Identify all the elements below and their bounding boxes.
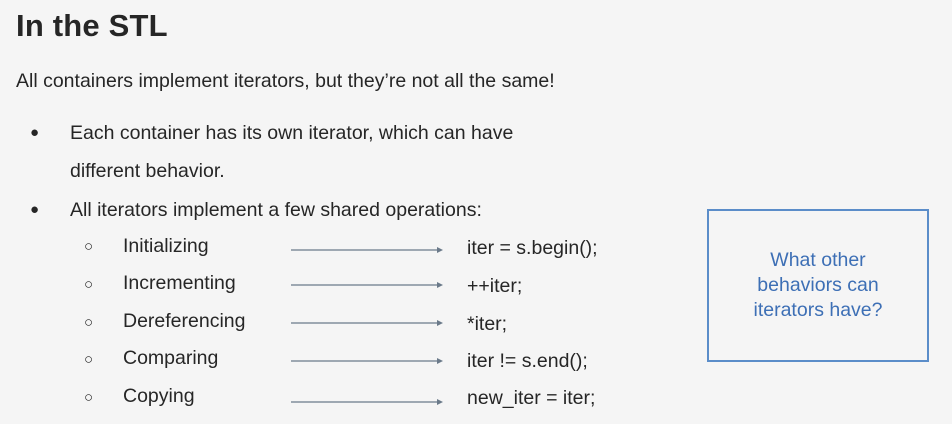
operation-label: Initializing <box>123 235 209 257</box>
callout-text: What other behaviors can iterators have? <box>753 249 883 321</box>
bullet-text-line: different behavior. <box>70 160 225 182</box>
bullet-marker: ● <box>30 201 40 218</box>
operation-label: Copying <box>123 385 195 407</box>
slide-title: In the STL <box>16 8 168 43</box>
bullet-text-line: All iterators implement a few shared ope… <box>70 199 482 221</box>
sub-bullet-marker: ○ <box>84 314 94 331</box>
bullet-marker: ● <box>30 124 40 141</box>
operation-label: Incrementing <box>123 272 236 294</box>
operation-code: ++iter; <box>467 275 523 297</box>
operation-code: *iter; <box>467 313 508 335</box>
arrow-icon <box>291 247 443 253</box>
operation-code: iter != s.end(); <box>467 350 588 372</box>
arrow-icon <box>291 399 443 405</box>
arrow-icon <box>291 282 443 288</box>
operation-code: new_iter = iter; <box>467 387 596 409</box>
arrow-icon <box>291 320 443 326</box>
bullet-text-line: Each container has its own iterator, whi… <box>70 122 514 144</box>
operation-code: iter = s.begin(); <box>467 237 598 259</box>
operation-label: Comparing <box>123 347 219 369</box>
sub-bullet-marker: ○ <box>84 238 94 255</box>
arrow-icon <box>291 358 443 364</box>
slide-subtitle: All containers implement iterators, but … <box>16 70 555 92</box>
sub-bullet-marker: ○ <box>84 351 94 368</box>
operation-label: Dereferencing <box>123 310 246 332</box>
callout-box: What other behaviors can iterators have? <box>707 209 929 362</box>
sub-bullet-marker: ○ <box>84 389 94 406</box>
sub-bullet-marker: ○ <box>84 276 94 293</box>
